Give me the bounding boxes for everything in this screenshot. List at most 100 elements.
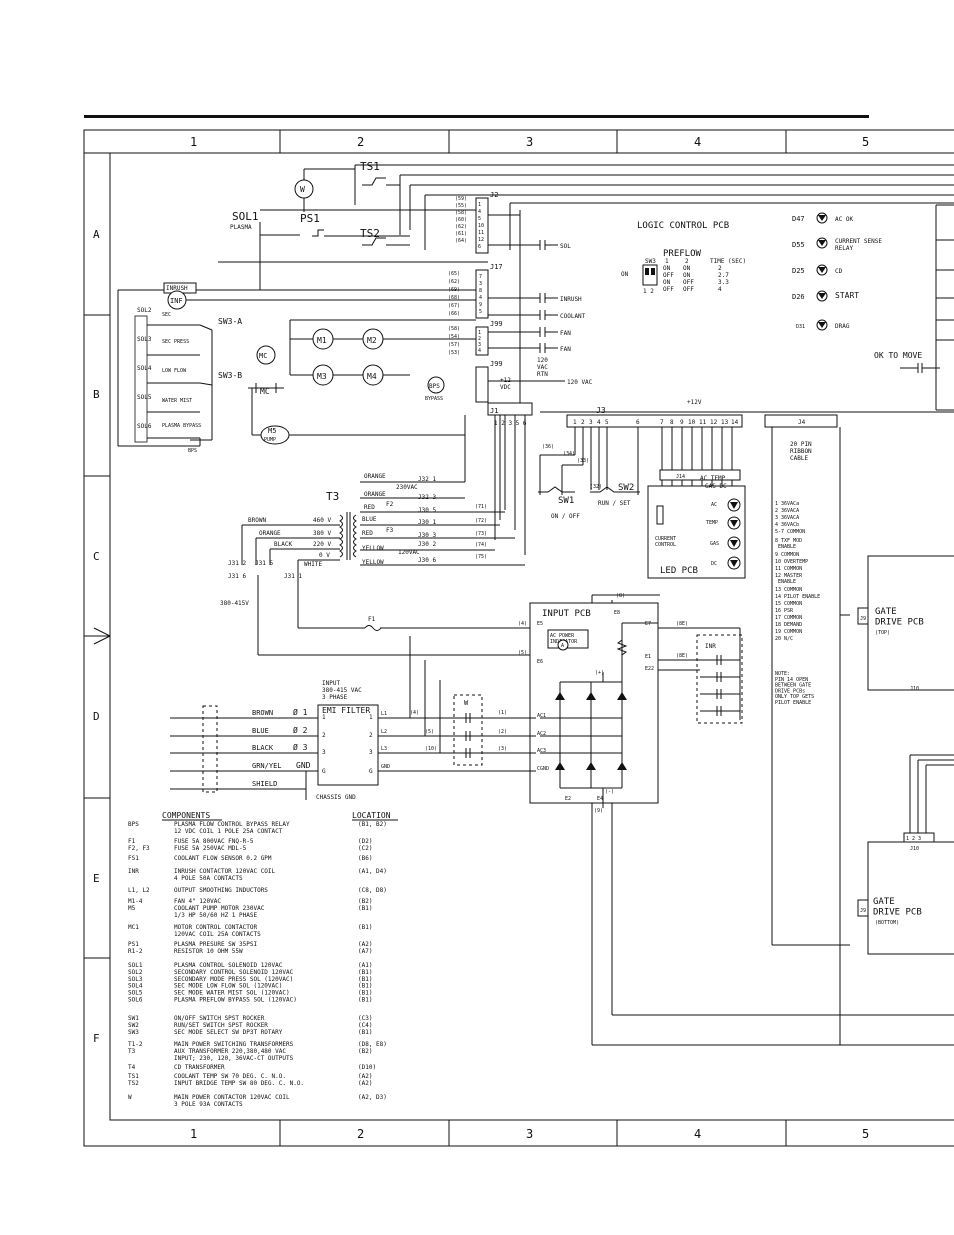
component-location: (A2)(A7) (358, 941, 372, 955)
svg-text:9: 9 (680, 419, 684, 426)
row-label: D (93, 710, 100, 723)
component-id: BPS (128, 821, 139, 828)
component-id: FS1 (128, 855, 139, 862)
svg-text:J30 2: J30 2 (418, 541, 436, 548)
svg-text:SEC PRESS: SEC PRESS (162, 339, 189, 345)
svg-text:GND: GND (296, 761, 311, 770)
svg-text:MC: MC (260, 387, 270, 396)
svg-text:L3: L3 (381, 746, 387, 752)
svg-text:9: 9 (479, 302, 482, 308)
svg-text:PUMP: PUMP (264, 437, 276, 443)
svg-text:1 2: 1 2 (643, 288, 654, 295)
svg-text:ON: ON (683, 265, 691, 272)
svg-text:(55): (55) (455, 203, 467, 209)
svg-text:12: 12 (478, 237, 484, 243)
svg-text:OFF: OFF (683, 286, 694, 293)
svg-text:M1: M1 (317, 336, 327, 345)
svg-text:SW2: SW2 (618, 483, 634, 493)
solenoid-list: SOL2 SOL3 SOL4 SOL5 SOL6 (137, 307, 152, 430)
svg-text:M3: M3 (317, 372, 327, 381)
svg-text:16 PSR: 16 PSR (775, 608, 794, 614)
svg-text:8: 8 (479, 288, 482, 294)
inrush-output-label: INRUSH (560, 296, 582, 303)
svg-text:2: 2 (718, 265, 722, 272)
svg-text:6: 6 (478, 244, 481, 250)
svg-text:BROWN: BROWN (252, 709, 273, 717)
svg-text:1: 1 (573, 419, 577, 426)
column-label: 2 (357, 135, 364, 149)
svg-text:ON: ON (683, 272, 691, 279)
svg-text:(53): (53) (448, 350, 460, 356)
svg-text:4: 4 (597, 419, 601, 426)
input-pcb-right-wires (658, 627, 741, 720)
component-location: (C8, D8) (358, 887, 387, 894)
svg-text:2: 2 (581, 419, 585, 426)
t3-transformer: T3 BROWN ORANGE BLACK WHITE 460 V 380 V … (220, 473, 535, 656)
svg-text:RED: RED (362, 530, 373, 537)
svg-text:E2: E2 (565, 796, 571, 802)
svg-text:OFF: OFF (663, 286, 674, 293)
svg-text:9 COMMON: 9 COMMON (775, 552, 799, 558)
fan-label: FAN (560, 330, 571, 337)
j3-pins: 1 2 3 4 5 6 7 8 9 10 11 12 13 14 (573, 419, 739, 426)
svg-text:460 V: 460 V (313, 517, 331, 524)
svg-text:10: 10 (688, 419, 696, 426)
svg-text:J3: J3 (596, 406, 606, 415)
svg-text:BLUE: BLUE (362, 516, 377, 523)
j99-connector: J99 12 34 (58) (54) (57) (53) (448, 320, 503, 356)
t3-primary-colors: BROWN ORANGE BLACK WHITE (248, 517, 322, 568)
svg-text:(67): (67) (448, 303, 460, 309)
svg-text:5: 5 (479, 309, 482, 315)
sw3a-label: SW3-A (218, 317, 242, 326)
svg-text:D26: D26 (792, 293, 805, 301)
svg-text:E22: E22 (645, 666, 654, 672)
svg-text:RUN / SET: RUN / SET (598, 500, 631, 507)
svg-text:(72): (72) (475, 518, 487, 524)
svg-text:10: 10 (478, 223, 484, 229)
svg-text:12: 12 (710, 419, 718, 426)
column-labels: 1 2 3 4 5 1 2 3 4 5 (190, 135, 869, 1141)
svg-text:(73): (73) (475, 531, 487, 537)
svg-text:3: 3 (589, 419, 593, 426)
svg-text:3.3: 3.3 (718, 279, 729, 286)
plasma-label: PLASMA (230, 224, 252, 231)
svg-text:ORANGE: ORANGE (364, 473, 386, 480)
svg-text:11: 11 (699, 419, 707, 426)
svg-text:L2: L2 (381, 729, 387, 735)
svg-text:17 COMMON: 17 COMMON (775, 615, 802, 621)
component-location: (B1, B2) (358, 821, 387, 828)
svg-text:J99: J99 (490, 360, 503, 368)
svg-text:E4: E4 (597, 796, 603, 802)
svg-text:(TOP): (TOP) (875, 630, 890, 636)
svg-text:4: 4 (478, 348, 481, 354)
ts1-label: TS1 (360, 160, 380, 173)
svg-text:WHITE: WHITE (304, 561, 322, 568)
svg-text:14: 14 (731, 419, 739, 426)
svg-text:M4: M4 (367, 372, 377, 381)
svg-text:INF: INF (170, 297, 183, 305)
svg-text:2: 2 (322, 732, 326, 739)
w-contactor-coil: W (294, 168, 355, 212)
emi-outputs: L1 L2 L3 GND W (4) (5) (10) (1) (2) ( (378, 621, 536, 772)
svg-text:ON: ON (663, 279, 671, 286)
column-label: 4 (694, 1127, 701, 1141)
svg-text:J30 3: J30 3 (418, 532, 436, 539)
svg-text:TIME (SEC): TIME (SEC) (710, 258, 746, 265)
column-label: 5 (862, 1127, 869, 1141)
column-ticks (279, 130, 787, 1146)
